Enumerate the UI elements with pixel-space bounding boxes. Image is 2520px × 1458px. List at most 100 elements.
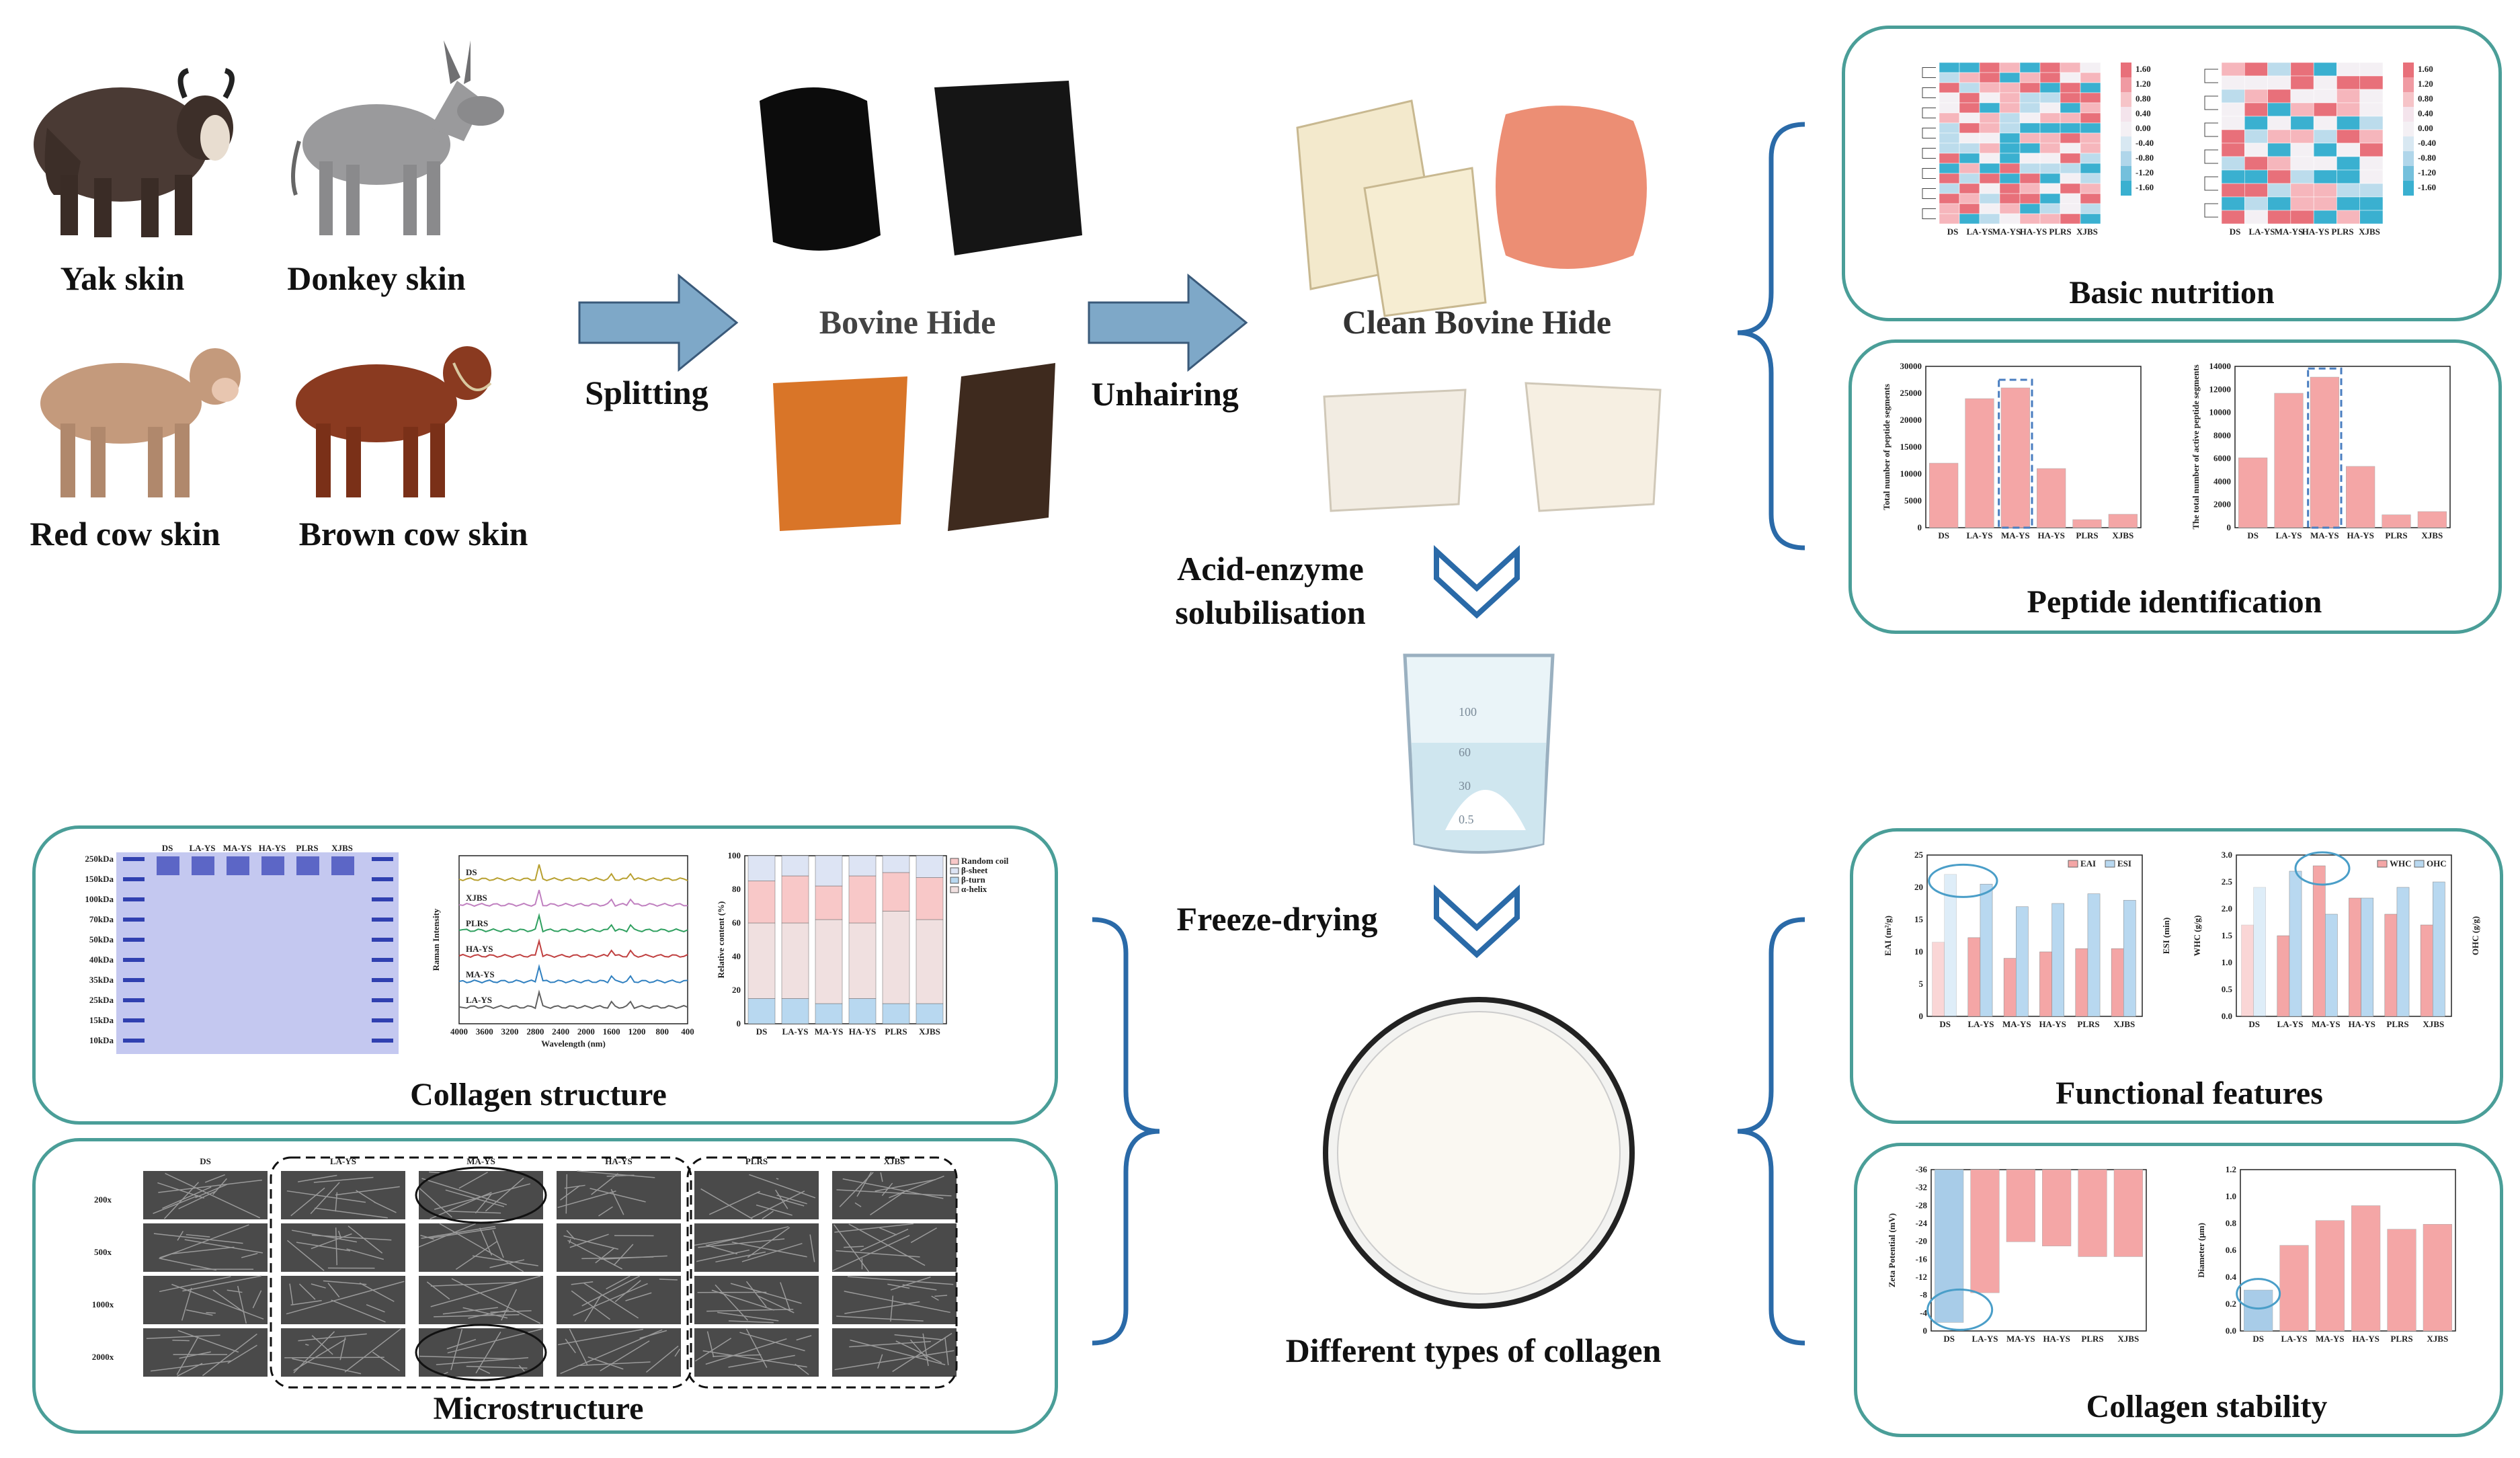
x-tick-label: PLRS (885, 1026, 907, 1037)
bar-eai (1932, 942, 1945, 1017)
sem-fiber (311, 1233, 352, 1250)
colorbar-tick: 0.00 (2418, 123, 2433, 133)
sem-fiber (313, 1176, 374, 1183)
y-tick-label: 0.6 (2226, 1245, 2237, 1255)
sem-fiber (879, 1227, 897, 1236)
heatmap-cell (2313, 89, 2337, 104)
sem-fiber (577, 1170, 655, 1178)
stacked-segment (882, 911, 910, 1004)
legend-label: ESI (2117, 858, 2131, 868)
heatmap-cell (2221, 75, 2245, 90)
sem-fiber (694, 1338, 732, 1362)
heatmap-cell (1979, 132, 2000, 144)
heatmap-cell (2019, 173, 2041, 184)
heatmap-cell (1939, 132, 1960, 144)
sem-fiber (186, 1233, 210, 1238)
y-tick-label: 80 (732, 884, 741, 894)
gel-lane-label: LA-YS (189, 843, 215, 853)
sem-fiber (844, 1291, 950, 1313)
sem-fiber (809, 1234, 815, 1262)
sem-fiber (565, 1174, 568, 1214)
bar (2274, 393, 2304, 528)
bar-esi (2123, 899, 2136, 1017)
sem-row-label: 1000x (92, 1299, 114, 1309)
sem-fiber (289, 1283, 294, 1305)
sem-fiber (922, 1333, 929, 1367)
bar (1965, 398, 1994, 528)
sem-fiber (419, 1188, 452, 1218)
gel-marker-label: 35kDa (89, 975, 114, 985)
panel-title-peptide-identification: Peptide identification (2027, 584, 2322, 620)
sem-fiber (581, 1256, 654, 1260)
y-tick-label: 0.5 (2222, 984, 2233, 994)
sem-fiber (157, 1182, 204, 1199)
bar-eai (2003, 958, 2017, 1017)
sem-fiber (569, 1239, 571, 1244)
heatmap-cell (2359, 89, 2384, 104)
x-tick-label: MA-YS (2312, 1019, 2341, 1029)
x-tick-label: XJBS (2423, 1019, 2444, 1029)
heatmap-cell (2039, 163, 2061, 174)
bar-esi (2051, 903, 2064, 1017)
heatmap-cell (2244, 62, 2268, 77)
y-tick-label: -8 (1920, 1290, 1927, 1300)
sem-fiber (241, 1252, 258, 1258)
sem-fiber (870, 1189, 907, 1215)
heatmap-cell (1979, 193, 2000, 204)
x-tick-label: HA-YS (2352, 1334, 2379, 1344)
colorbar-segment (2403, 63, 2414, 77)
legend-label: β-sheet (961, 865, 988, 875)
heatmap-cell (2019, 163, 2041, 174)
sem-fiber (728, 1354, 795, 1368)
heatmap-cell (2080, 173, 2101, 184)
heatmap-cell (1979, 203, 2000, 214)
bar (2382, 514, 2411, 528)
y-tick-label: 25 (1914, 850, 1924, 860)
heatmap-cell (2290, 183, 2314, 198)
stacked-segment (882, 872, 910, 912)
sem-fiber (153, 1194, 199, 1214)
sem-fiber (739, 1332, 805, 1352)
dendrogram-branch (2204, 122, 2218, 137)
heatmap-cell (2060, 193, 2081, 204)
heatmap-cell (1999, 203, 2021, 214)
heatmap-cell (2019, 82, 2041, 93)
gel-ladder-band (372, 978, 393, 982)
legend-swatch (950, 858, 959, 865)
raman-series (458, 964, 688, 984)
sem-fiber (159, 1251, 178, 1258)
colorbar-tick: -0.80 (2136, 153, 2154, 163)
heatmap-cell (2039, 112, 2061, 124)
sem-fiber (165, 1172, 261, 1219)
x-tick-label: XJBS (2112, 530, 2133, 540)
stacked-segment (747, 881, 776, 924)
x-tick-label: 4000 (450, 1026, 468, 1037)
sem-fiber (581, 1275, 641, 1307)
y-tick-label: 10000 (1900, 469, 1922, 479)
sem-fiber (171, 1246, 235, 1254)
gel-ladder-band (123, 857, 145, 861)
sem-fiber (373, 1201, 397, 1213)
heatmap-cell (2019, 213, 2041, 225)
heatmap-cell (2359, 102, 2384, 117)
x-tick-label: XJBS (919, 1026, 940, 1037)
gel-ladder-band (123, 918, 145, 922)
heatmap-cell (2359, 156, 2384, 171)
heatmap-cell (2313, 183, 2337, 198)
heatmap-cell (2267, 116, 2291, 130)
heatmap-cell (2221, 183, 2245, 198)
label-acid-enzyme: Acid-enzyme (1177, 550, 1364, 588)
label-red-cow-skin: Red cow skin (30, 515, 220, 553)
heatmap-cell (2267, 62, 2291, 77)
sem-fiber (894, 1334, 944, 1340)
heatmap-cell (1959, 122, 1980, 134)
heatmap-cell (2039, 92, 2061, 104)
sem-fiber (877, 1354, 883, 1369)
y-tick-label: 3.0 (2222, 850, 2232, 860)
colorbar-tick: -1.20 (2136, 167, 2154, 177)
heatmap-cell (2060, 72, 2081, 83)
sem-fiber (286, 1281, 405, 1315)
highlight-box-ma-ys (2307, 367, 2343, 529)
